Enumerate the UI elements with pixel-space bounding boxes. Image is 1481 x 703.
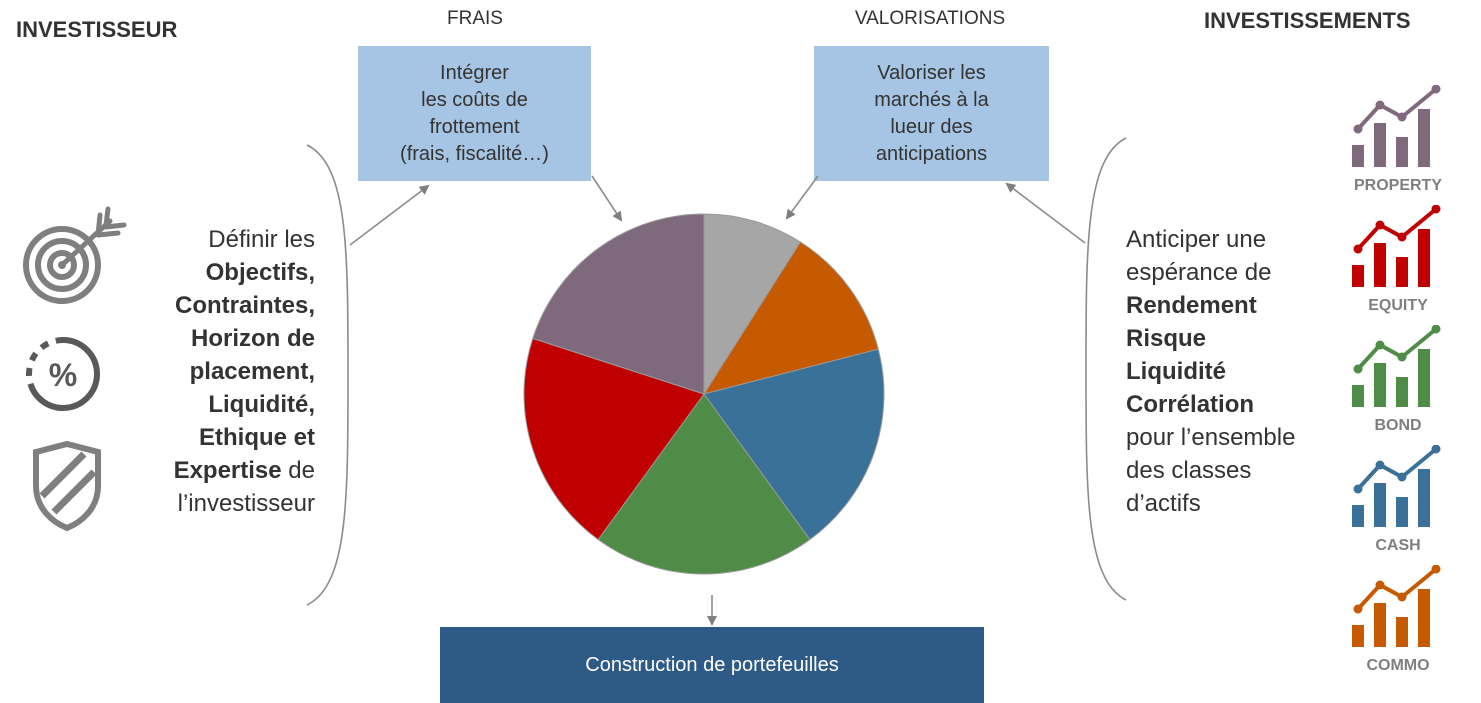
valorisations-heading: VALORISATIONS [854,8,1006,29]
commo-chart-icon [1352,565,1441,647]
equity-chart-icon [1352,205,1441,287]
asset-label-property: PROPERTY [1353,177,1442,194]
anticipation-liquidite: Liquidité [1126,358,1226,385]
anticipation-line: Anticiper une [1126,226,1267,253]
criteria-liquidite: Liquidité, [208,391,315,418]
criteria-line: Définir les [208,226,315,253]
arrow-investments-to-valorisations [1005,182,1086,244]
pie-slice [532,213,705,395]
frais-box-line: frottement [429,115,520,138]
frais-heading: FRAIS [447,8,503,29]
criteria-de: de [288,457,315,484]
asset-label-equity: EQUITY [1368,297,1428,314]
anticipation-line: des classes [1126,457,1252,484]
bond-chart-icon [1352,325,1441,407]
construction-label: Construction de portefeuilles [585,653,839,676]
svg-text:%: % [49,357,77,393]
anticipation-line: espérance de [1126,259,1272,286]
shield-icon [33,440,101,532]
investissements-heading: INVESTISSEMENTS [1204,8,1411,33]
pie-slice [702,241,879,395]
asset-label-cash: CASH [1375,537,1421,554]
cash-chart-icon [1352,445,1441,527]
pie-slice [703,213,802,396]
valorisations-box-line: Valoriser les [877,61,986,84]
criteria-expertise: Expertise [173,457,282,484]
construction-box: Construction de portefeuilles [440,627,984,703]
criteria-placement: placement, [189,358,315,385]
anticipation-risque: Risque [1126,325,1207,352]
criteria-expertise-line: Expertise de [110,454,315,487]
asset-label-commo: COMMO [1366,657,1430,674]
frais-box: Intégrer les coûts de frottement (frais,… [358,46,591,181]
criteria-objectifs: Objectifs, [205,259,315,286]
criteria-contraintes: Contraintes, [174,292,315,319]
arrow-investor-to-frais [349,184,430,246]
anticipation-text: Anticiper une espérance de Rendement Ris… [1126,223,1326,520]
frais-box-line: (frais, fiscalité…) [400,142,549,165]
pie-slice [523,337,705,541]
valorisations-box-line: marchés à la [874,88,989,111]
criteria-investisseur: l’investisseur [177,490,315,517]
allocation-pie [523,213,885,575]
left-brace [306,144,349,606]
criteria-horizon: Horizon de [191,325,315,352]
investor-criteria-text: Définir les Objectifs, Contraintes, Hori… [110,223,315,520]
frais-box-line: Intégrer [440,61,509,84]
percent-circle-icon: % [26,337,100,411]
investisseur-heading: INVESTISSEUR [16,17,178,42]
valorisations-box-line: lueur des [890,115,973,138]
right-brace [1085,137,1127,601]
arrow-valorisations-to-pie [785,175,819,220]
arrow-frais-to-pie [591,175,623,222]
property-chart-icon [1352,85,1441,167]
valorisations-box-line: anticipations [875,142,988,165]
anticipation-rendement: Rendement [1126,292,1257,319]
pie-slice [703,348,885,541]
asset-label-bond: BOND [1374,417,1422,434]
target-arrow-icon [23,206,127,304]
criteria-ethique: Ethique et [198,424,315,451]
anticipation-line: pour l’ensemble [1126,424,1296,451]
anticipation-line: d’actifs [1126,490,1201,517]
anticipation-correlation: Corrélation [1126,391,1255,418]
valorisations-box: Valoriser les marchés à la lueur des ant… [814,46,1049,181]
pie-slice [597,393,811,575]
frais-box-line: les coûts de [421,88,528,111]
